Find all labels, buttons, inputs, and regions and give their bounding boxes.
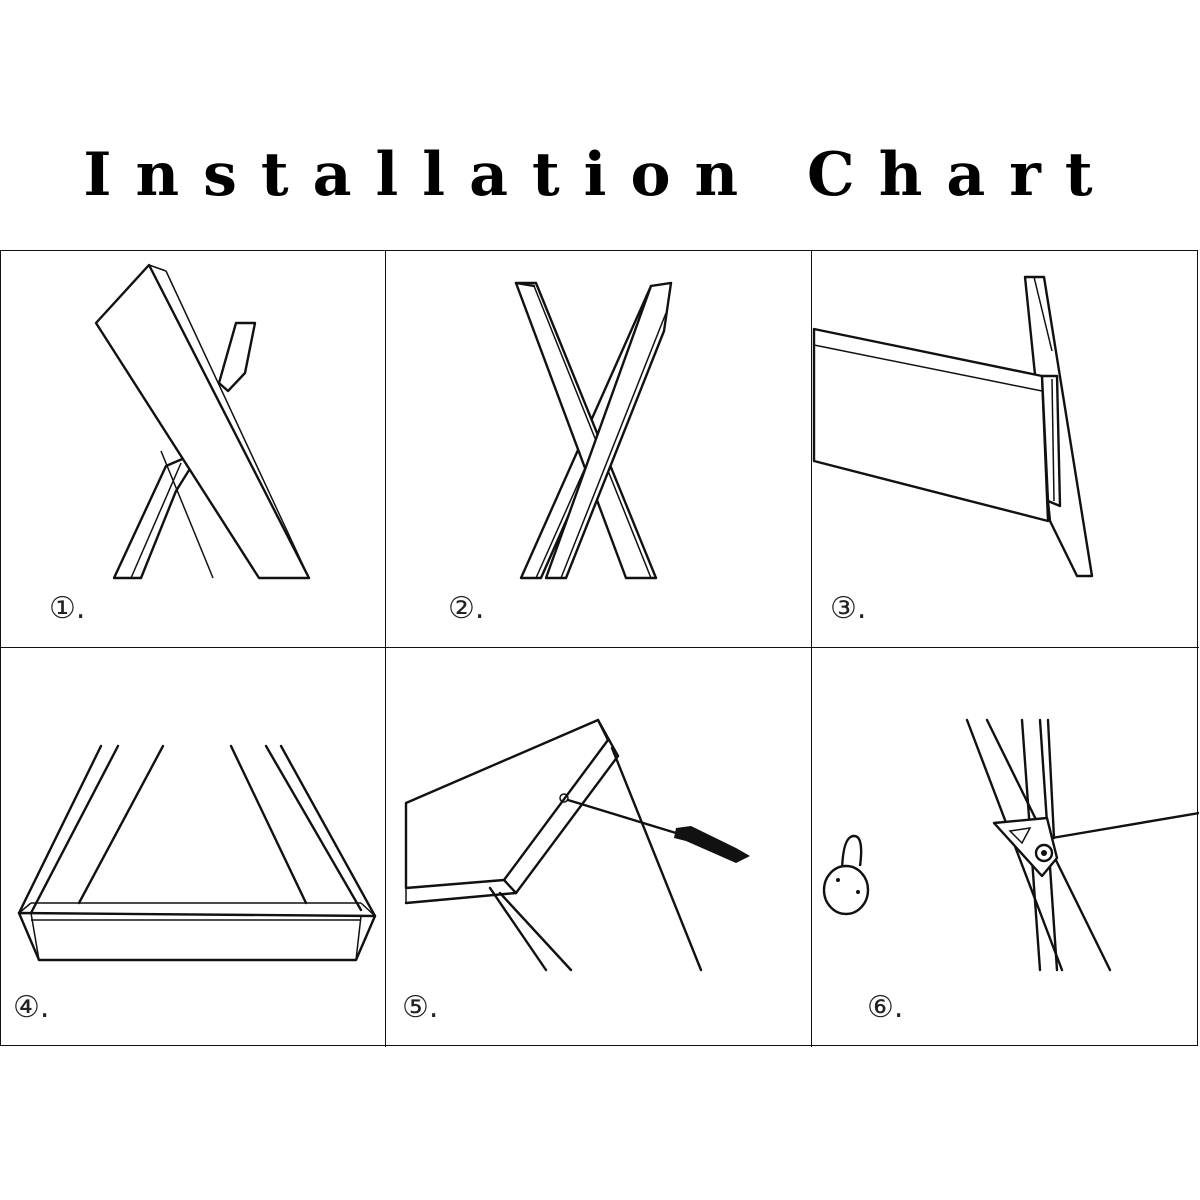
step-2-illustration — [514, 281, 673, 580]
step-3-panel: ③. — [812, 251, 1199, 648]
step-5-panel: ⑤. — [386, 648, 812, 1047]
step-2-number: ②. — [448, 591, 485, 626]
step-1-number: ①. — [49, 591, 86, 626]
step-4-number: ④. — [13, 990, 50, 1025]
step-4-illustration — [17, 744, 377, 962]
step-6-illustration — [822, 718, 1199, 972]
page-title: Installation Chart — [83, 140, 1117, 210]
step-4-panel: ④. — [1, 648, 386, 1047]
step-3-illustration — [812, 275, 1094, 578]
step-5-illustration — [404, 718, 750, 972]
step-2-panel: ②. — [386, 251, 812, 648]
step-6-panel: ⑥. — [812, 648, 1199, 1047]
step-1-illustration — [94, 263, 311, 580]
step-3-number: ③. — [830, 591, 867, 626]
step-1-panel: ①. — [1, 251, 386, 648]
step-5-number: ⑤. — [402, 990, 439, 1025]
step-6-number: ⑥. — [867, 990, 904, 1025]
steps-grid: ①. ②. ③. — [0, 250, 1199, 1047]
